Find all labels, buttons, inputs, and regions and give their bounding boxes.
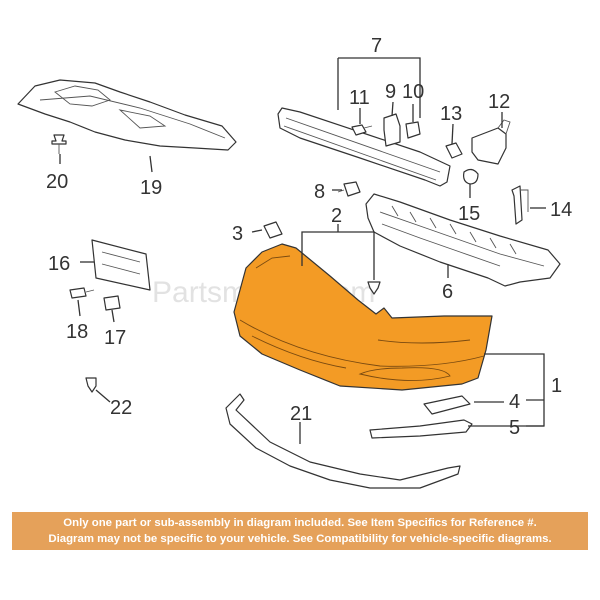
part-8-bolt bbox=[337, 181, 361, 197]
callout-16: 16 bbox=[48, 253, 70, 275]
part-17-nut bbox=[103, 295, 121, 311]
part-20-push-pin bbox=[51, 134, 67, 154]
callout-20: 20 bbox=[46, 171, 68, 193]
callout-21: 21 bbox=[290, 403, 312, 425]
part-10-nut bbox=[405, 121, 421, 139]
part-19-shield bbox=[17, 79, 237, 151]
callout-5: 5 bbox=[509, 417, 520, 439]
leader-lines bbox=[59, 57, 546, 444]
callout-12: 12 bbox=[488, 91, 510, 113]
callout-14: 14 bbox=[550, 199, 572, 221]
part-5-strip bbox=[369, 419, 473, 439]
callout-11: 11 bbox=[349, 87, 370, 109]
part-18-screw bbox=[69, 287, 95, 299]
part-3-clip bbox=[263, 221, 283, 239]
callout-8: 8 bbox=[314, 181, 325, 203]
callout-labels: 1 2 3 4 5 6 7 8 9 10 11 12 13 14 15 16 1… bbox=[46, 35, 572, 439]
disclaimer-line-1: Only one part or sub-assembly in diagram… bbox=[63, 517, 537, 529]
callout-15: 15 bbox=[458, 203, 480, 225]
callout-19: 19 bbox=[140, 177, 162, 199]
disclaimer-banner: Only one part or sub-assembly in diagram… bbox=[12, 512, 588, 550]
part-12-bracket bbox=[471, 119, 511, 165]
callout-10: 10 bbox=[402, 81, 424, 103]
callout-18: 18 bbox=[66, 321, 88, 343]
callout-6: 6 bbox=[442, 281, 453, 303]
callout-2: 2 bbox=[331, 205, 342, 227]
callout-1: 1 bbox=[551, 375, 562, 397]
part-6-energy-absorber bbox=[365, 193, 561, 287]
part-22-push-pin bbox=[85, 377, 97, 393]
part-16-license-bracket bbox=[91, 239, 151, 291]
part-1-bumper-cover bbox=[233, 243, 493, 391]
part-11-bolt bbox=[351, 124, 373, 136]
part-13-spacer bbox=[445, 142, 463, 159]
part-14-retainer bbox=[511, 185, 529, 225]
part-15-clip bbox=[463, 168, 479, 185]
callout-4: 4 bbox=[509, 391, 520, 413]
callout-9: 9 bbox=[385, 81, 396, 103]
part-21-lower-deflector bbox=[225, 393, 461, 489]
part-9-bracket bbox=[383, 113, 401, 147]
disclaimer-line-2: Diagram may not be specific to your vehi… bbox=[48, 533, 552, 545]
callout-17: 17 bbox=[104, 327, 126, 349]
callout-22: 22 bbox=[110, 397, 132, 419]
callout-7: 7 bbox=[371, 35, 382, 57]
callout-3: 3 bbox=[232, 223, 243, 245]
part-2-retainer-right bbox=[367, 281, 381, 295]
part-4-bracket bbox=[423, 395, 471, 415]
callout-13: 13 bbox=[440, 103, 462, 125]
part-7-impact-bar bbox=[277, 107, 451, 187]
